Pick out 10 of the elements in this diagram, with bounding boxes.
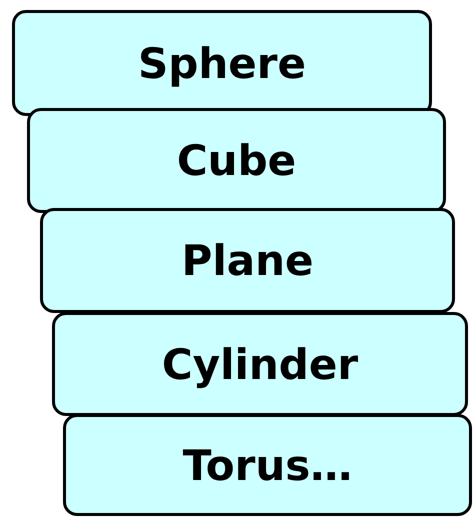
shape-name: Cube	[176, 136, 296, 185]
shape-card	[27, 108, 446, 213]
shape-name: Cylinder	[162, 340, 358, 388]
shape-name: Plane	[182, 236, 314, 285]
shape-card	[63, 414, 472, 516]
shape-card	[12, 10, 432, 116]
shape-name: Torus…	[182, 440, 352, 490]
shape-card	[40, 208, 455, 313]
shape-name: Sphere	[138, 38, 306, 88]
shape-card	[52, 312, 468, 416]
